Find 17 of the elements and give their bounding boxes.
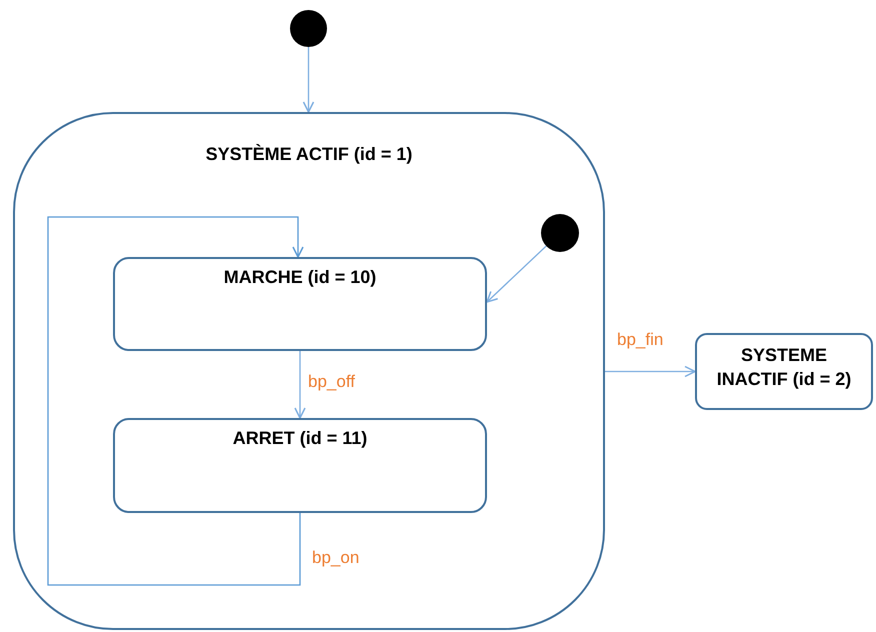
transition-arrow — [47, 216, 304, 586]
transition-arrow — [486, 246, 547, 303]
state-name: SYSTEME INACTIF (id = 2) — [716, 344, 852, 391]
initial-state-dot — [541, 214, 579, 252]
transition-arrow — [605, 366, 696, 378]
transition-arrow — [302, 47, 314, 113]
state-box — [113, 418, 487, 513]
state-box — [695, 333, 873, 410]
state-name: SYSTÈME ACTIF (id = 1) — [204, 143, 414, 166]
edge-label: bp_on — [310, 548, 362, 568]
state-box — [113, 257, 487, 351]
state-name: MARCHE (id = 10) — [222, 266, 378, 289]
initial-state-dot — [290, 10, 327, 47]
state-name: ARRET (id = 11) — [232, 427, 368, 450]
edge-label: bp_off — [306, 372, 357, 392]
edge-label: bp_fin — [615, 330, 666, 350]
transition-arrow — [294, 351, 306, 419]
